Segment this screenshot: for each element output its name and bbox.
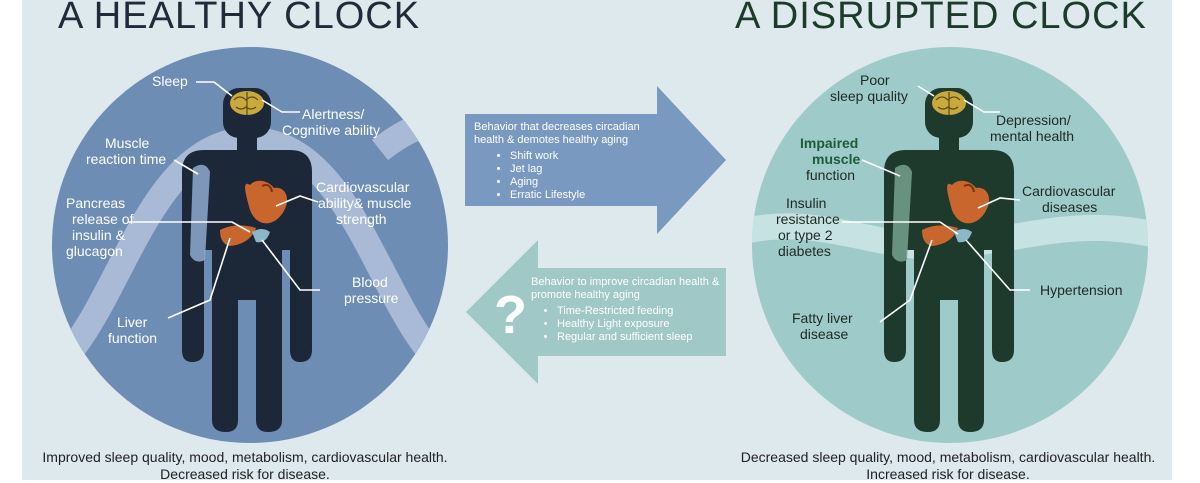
healthy-heart-icon — [245, 180, 288, 224]
healthy-arm-muscle-icon — [190, 164, 210, 262]
question-mark-icon: ? — [494, 285, 527, 345]
disrupted-caption: Decreased sleep quality, mood, metabolis… — [718, 449, 1178, 483]
arrow-left-item: Time-Restricted feeding — [557, 305, 721, 318]
disrupted-brain-icon — [932, 91, 966, 115]
arrow-left-item: Healthy Light exposure — [557, 318, 721, 331]
label-muscle-impaired: muscle — [812, 151, 860, 167]
label-glucagon: glucagon — [66, 243, 123, 259]
label-cardiovascular: Cardiovascular — [316, 179, 410, 195]
arrow-right-item: Aging — [510, 176, 669, 189]
label-insulin-resistance-4: diabetes — [778, 243, 831, 259]
disrupted-heart-icon — [947, 180, 990, 224]
label-insulin-resistance-3: or type 2 — [778, 227, 833, 243]
label-disease: disease — [800, 326, 848, 342]
arrow-right-item: Erratic Lifestyle — [510, 189, 669, 202]
label-impaired: Impaired — [800, 135, 858, 151]
arrow-right-shape — [465, 86, 726, 234]
healthy-clock-title: A HEALTHY CLOCK — [58, 0, 421, 37]
label-mental-health: mental health — [990, 128, 1074, 144]
label-pancreas: Pancreas — [66, 195, 125, 211]
healthy-caption: Improved sleep quality, mood, metabolism… — [15, 449, 475, 483]
label-insulin-resistance-1: Insulin — [786, 195, 826, 211]
label-insulin-resistance-2: resistance — [776, 211, 840, 227]
label-muscle: Muscle — [105, 135, 150, 151]
label-poor: Poor — [860, 72, 890, 88]
disrupted-caption-line-2: Increased risk for disease. — [866, 466, 1030, 482]
label-fatty-liver: Fatty liver — [792, 310, 853, 326]
arrow-left-item: Regular and sufficient sleep — [557, 331, 721, 344]
label-blood: Blood — [352, 274, 388, 290]
arrow-right-text: Behavior that decreases circadian health… — [474, 121, 669, 202]
arrow-right-heading: Behavior that decreases circadian health… — [474, 121, 640, 146]
disrupted-caption-line-1: Decreased sleep quality, mood, metabolis… — [740, 449, 1156, 465]
disrupted-pancreas-icon — [954, 229, 972, 243]
label-release-of: release of — [72, 211, 134, 227]
label-cardio-diseases-2: diseases — [1042, 199, 1097, 215]
healthy-brain-icon — [230, 91, 264, 115]
healthy-caption-line-1: Improved sleep quality, mood, metabolism… — [42, 449, 448, 465]
label-liver: Liver — [117, 314, 148, 330]
disrupted-clock-title: A DISRUPTED CLOCK — [735, 0, 1147, 37]
arrow-left-heading: Behavior to improve circadian health & p… — [531, 276, 720, 301]
label-depression: Depression/ — [996, 112, 1071, 128]
arrow-right-item: Shift work — [510, 150, 669, 163]
disrupted-leader-lines — [842, 85, 1030, 323]
arrow-left-text: Behavior to improve circadian health & p… — [531, 276, 721, 344]
arrow-right-list: Shift work Jet lag Aging Erratic Lifesty… — [474, 150, 669, 202]
label-ability-muscle: ability& muscle — [318, 195, 412, 211]
arrow-right-item: Jet lag — [510, 163, 669, 176]
label-function-impaired: function — [806, 167, 855, 183]
healthy-leader-lines — [128, 81, 320, 319]
label-sleep: Sleep — [152, 73, 188, 89]
label-insulin: insulin & — [72, 227, 126, 243]
label-reaction-time: reaction time — [86, 151, 166, 167]
label-pressure: pressure — [344, 290, 399, 306]
disrupted-clock: Poor sleep quality Depression/ mental he… — [752, 47, 1148, 443]
label-sleep-quality: sleep quality — [830, 88, 908, 104]
arrow-left-shape: ? — [466, 240, 726, 384]
disrupted-arm-muscle-icon — [892, 164, 912, 262]
label-cardio-diseases-1: Cardiovascular — [1022, 183, 1116, 199]
healthy-clock: Sleep Alertness/ Cognitive ability Muscl… — [52, 47, 448, 443]
label-cognitive: Cognitive ability — [282, 122, 380, 138]
arrow-left-list: Time-Restricted feeding Healthy Light ex… — [531, 305, 721, 344]
healthy-pancreas-icon — [252, 229, 270, 243]
healthy-caption-line-2: Decreased risk for disease. — [160, 466, 330, 482]
label-hypertension: Hypertension — [1040, 282, 1123, 298]
label-alertness: Alertness/ — [302, 106, 364, 122]
label-function: function — [108, 330, 157, 346]
label-strength: strength — [336, 211, 387, 227]
